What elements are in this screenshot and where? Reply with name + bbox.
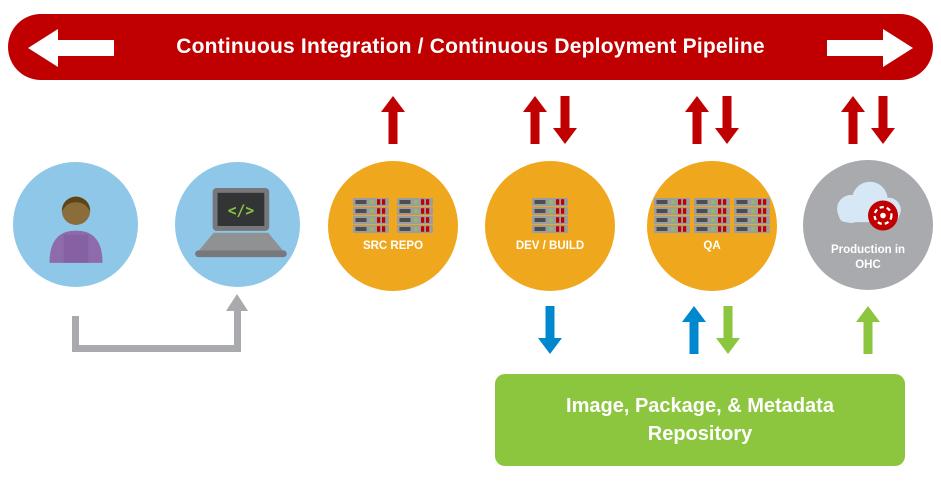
dev-build-up-arrow-icon: [523, 96, 547, 144]
code-glyph: </>: [227, 202, 254, 219]
qa-up-arrow-icon: [685, 96, 709, 144]
dev-build-to-repo-down-arrow-icon: [538, 306, 562, 354]
repo-to-production-up-arrow-icon: [856, 306, 880, 354]
repository-label-line1: Image, Package, & Metadata: [566, 395, 834, 417]
dev-build-label: DEV / BUILD: [515, 240, 585, 253]
src-repo-circle: SRC REPO: [328, 161, 458, 291]
qa-circle: QA: [647, 161, 777, 291]
person-icon: [49, 196, 102, 263]
pipeline-title: Continuous Integration / Continuous Depl…: [176, 35, 765, 58]
repo-to-qa-up-arrow-icon: [682, 306, 706, 354]
repository-box: Image, Package, & Metadata Repository: [495, 374, 905, 466]
src-repo-up-arrow-icon: [381, 96, 405, 144]
qa-to-repo-down-arrow-icon: [716, 306, 740, 354]
production-up-arrow-icon: [841, 96, 865, 144]
connector-line-vertical-left: [72, 316, 79, 352]
production-circle: Production in OHC: [803, 160, 933, 290]
production-down-arrow-icon: [871, 96, 895, 144]
left-arrow-icon: [28, 29, 114, 67]
src-repo-label: SRC REPO: [362, 240, 424, 253]
laptop-icon: </>: [194, 187, 287, 257]
cloud-icon: [837, 181, 901, 231]
dev-build-circle: DEV / BUILD: [485, 161, 615, 291]
workstation-circle: </>: [175, 162, 300, 287]
right-arrow-icon: [827, 29, 913, 67]
qa-down-arrow-icon: [715, 96, 739, 144]
server-rack-icon: [654, 198, 770, 234]
dev-build-down-arrow-icon: [553, 96, 577, 144]
server-rack-icon: [353, 198, 433, 234]
connector-arrowhead-icon: [226, 294, 248, 311]
server-rack-icon: [532, 198, 568, 234]
connector-line-vertical-right: [234, 310, 241, 352]
production-label: Production in OHC: [830, 244, 906, 271]
repository-label-line2: Repository: [647, 423, 753, 445]
qa-label: QA: [703, 240, 721, 253]
pipeline-banner: Continuous Integration / Continuous Depl…: [8, 14, 933, 80]
connector-line-horizontal: [72, 345, 241, 352]
developer-circle: [13, 162, 138, 287]
